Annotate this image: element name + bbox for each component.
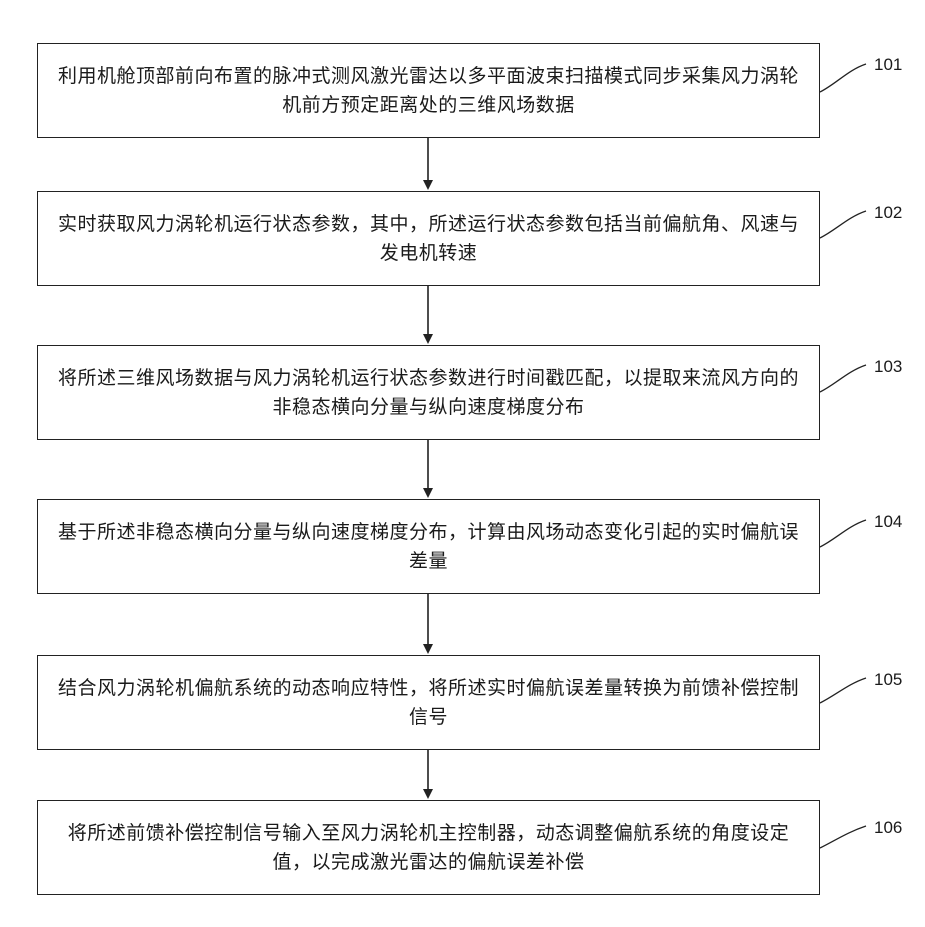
leader-line-103 [820,365,866,392]
step-text-105: 结合风力涡轮机偏航系统的动态响应特性，将所述实时偏航误差量转换为前馈补偿控制信号 [56,674,801,732]
step-text-106: 将所述前馈补偿控制信号输入至风力涡轮机主控制器，动态调整偏航系统的角度设定值，以… [56,819,801,877]
step-number-102: 102 [874,203,902,223]
step-text-102: 实时获取风力涡轮机运行状态参数，其中，所述运行状态参数包括当前偏航角、风速与发电… [56,210,801,268]
step-number-101: 101 [874,55,902,75]
step-box-105: 结合风力涡轮机偏航系统的动态响应特性，将所述实时偏航误差量转换为前馈补偿控制信号 [37,655,820,750]
leader-line-102 [820,211,866,238]
step-box-106: 将所述前馈补偿控制信号输入至风力涡轮机主控制器，动态调整偏航系统的角度设定值，以… [37,800,820,895]
leader-line-101 [820,64,866,92]
step-number-103: 103 [874,357,902,377]
step-box-103: 将所述三维风场数据与风力涡轮机运行状态参数进行时间戳匹配，以提取来流风方向的非稳… [37,345,820,440]
step-box-102: 实时获取风力涡轮机运行状态参数，其中，所述运行状态参数包括当前偏航角、风速与发电… [37,191,820,286]
step-number-105: 105 [874,670,902,690]
step-text-101: 利用机舱顶部前向布置的脉冲式测风激光雷达以多平面波束扫描模式同步采集风力涡轮机前… [56,62,801,120]
step-text-104: 基于所述非稳态横向分量与纵向速度梯度分布，计算由风场动态变化引起的实时偏航误差量 [56,518,801,576]
step-number-106: 106 [874,818,902,838]
step-text-103: 将所述三维风场数据与风力涡轮机运行状态参数进行时间戳匹配，以提取来流风方向的非稳… [56,364,801,422]
leader-line-105 [820,678,866,703]
leader-line-104 [820,520,866,547]
step-box-104: 基于所述非稳态横向分量与纵向速度梯度分布，计算由风场动态变化引起的实时偏航误差量 [37,499,820,594]
step-box-101: 利用机舱顶部前向布置的脉冲式测风激光雷达以多平面波束扫描模式同步采集风力涡轮机前… [37,43,820,138]
step-number-104: 104 [874,512,902,532]
leader-line-106 [820,826,866,848]
